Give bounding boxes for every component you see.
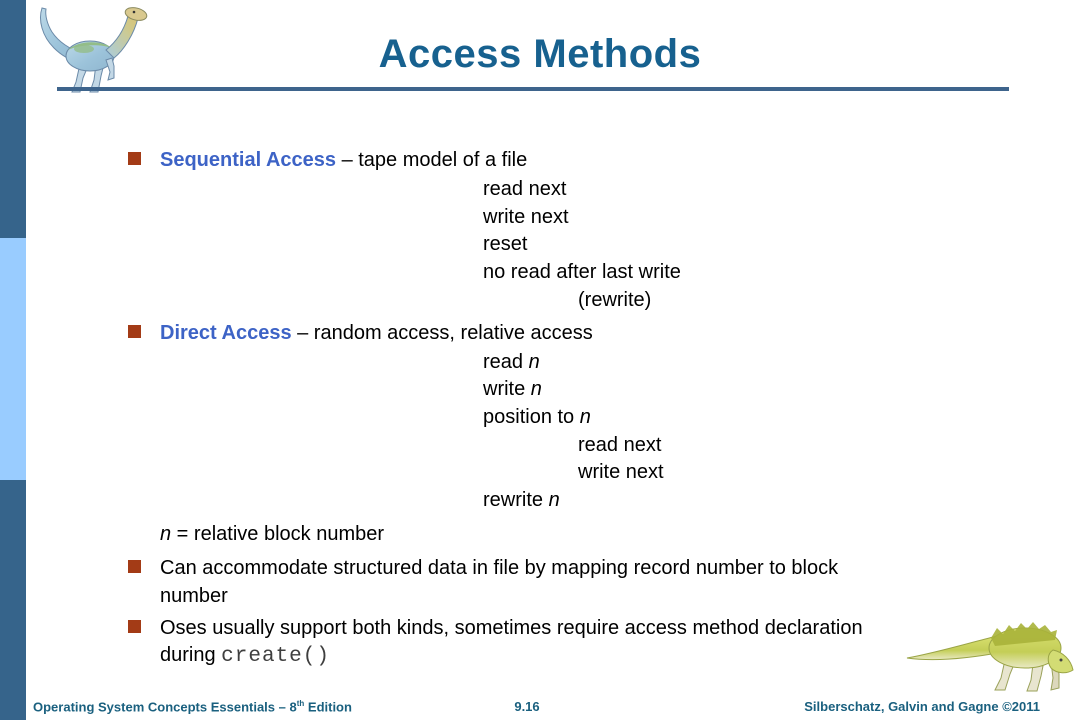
var-n: n (530, 378, 542, 400)
dir-op-read-n: read n (483, 350, 540, 374)
op-text: write (483, 378, 531, 400)
var-n: n (579, 406, 591, 428)
dir-op-position-n: position to n (483, 405, 591, 429)
bullet-can-accommodate-line1: Can accommodate structured data in file … (160, 557, 839, 579)
seq-op-rewrite: (rewrite) (578, 289, 652, 311)
note-text: = relative block number (171, 523, 385, 545)
var-n: n (528, 351, 540, 373)
bullet-text: – random access, relative access (291, 322, 593, 344)
dir-op-rewrite-n: rewrite n (483, 488, 560, 512)
op-text: read (483, 351, 529, 373)
bullet-direct-access: Direct Access – random access, relative … (160, 321, 593, 345)
term-sequential-access: Sequential Access (160, 149, 337, 171)
var-n: n (160, 523, 172, 545)
title-underline (57, 87, 1009, 91)
bullet-text: – tape model of a file (336, 149, 528, 171)
term-direct-access: Direct Access (160, 322, 292, 344)
code-create: create() (221, 645, 330, 668)
bullet-marker (128, 560, 141, 573)
slide-number: 9.16 (514, 699, 540, 714)
dir-op-write-next: write next (578, 461, 664, 483)
bullet-sequential-access: Sequential Access – tape model of a file (160, 148, 527, 172)
footer-text: Operating System Concepts Essentials – 8 (33, 699, 297, 715)
dir-op-write-n: write n (483, 377, 542, 401)
seq-op-write-next: write next (483, 206, 569, 228)
footer-superscript: th (296, 699, 305, 708)
seq-op-reset: reset (483, 233, 528, 255)
seq-op-read-next: read next (483, 178, 567, 200)
footer-text: Edition (304, 699, 352, 715)
op-text: rewrite (483, 489, 549, 511)
bullet-marker (128, 620, 141, 633)
dinosaur-logo-icon (40, 7, 148, 93)
dinosaur-illustration-icon (906, 622, 1074, 692)
bullet-text: during (160, 644, 222, 666)
sidebar-segment-middle (0, 238, 26, 480)
bullet-oses-line1: Oses usually support both kinds, sometim… (160, 617, 863, 639)
footer-book-title: Operating System Concepts Essentials – 8… (33, 699, 352, 714)
bullet-oses-line2: during create() (160, 643, 330, 669)
note-relative-block: n = relative block number (160, 522, 384, 546)
sidebar-segment-top (0, 0, 26, 238)
sidebar-segment-bottom (0, 480, 26, 720)
bullet-marker (128, 152, 141, 165)
op-text: position to (483, 406, 580, 428)
bullet-can-accommodate-line2: number (160, 585, 228, 607)
page-title: Access Methods (378, 32, 702, 76)
dir-op-read-next: read next (578, 434, 662, 456)
footer-authors: Silberschatz, Galvin and Gagne ©2011 (804, 699, 1040, 714)
var-n: n (548, 489, 560, 511)
seq-op-no-read: no read after last write (483, 261, 681, 283)
bullet-marker (128, 325, 141, 338)
